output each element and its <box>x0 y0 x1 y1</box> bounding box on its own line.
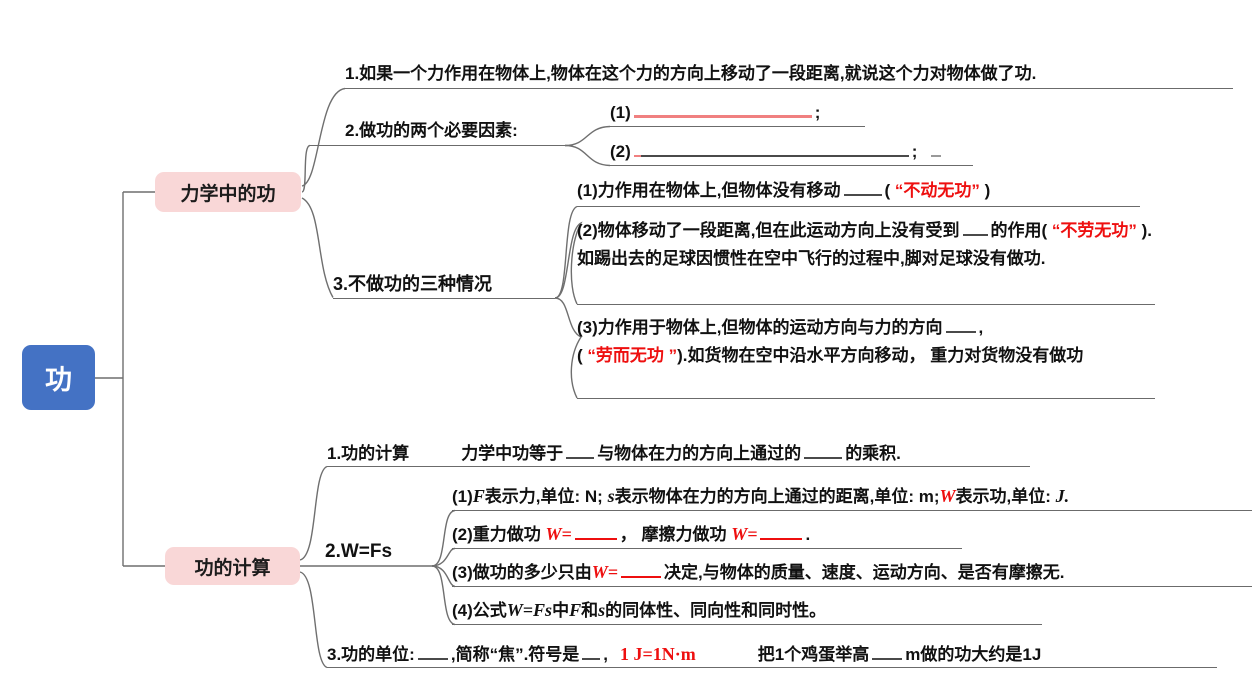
note2-text-3: . <box>805 525 811 544</box>
note1-text-3: 表示功,单位: <box>955 487 1056 506</box>
note1-text-2: 表示物体在力的方向上通过的距离,单位: m; <box>614 487 940 506</box>
factor-2-line: (2); <box>610 135 973 166</box>
factor-1-suffix: ; <box>814 103 821 122</box>
formula-note-3: (3)做功的多少只由W= 决定,与物体的质量、速度、运动方向、是否有摩擦无. <box>452 554 1252 587</box>
calc-def-blank-2 <box>804 457 843 459</box>
note4-text-4: 的同体性、同向性和同时性。 <box>605 601 827 620</box>
case2-blank <box>962 234 988 236</box>
no-work-label: 3.不做功的三种情况 <box>333 266 555 299</box>
unit-text-1: 3.功的单位: <box>327 645 415 664</box>
case1-text: (1)力作用在物体上,但物体没有移动 <box>577 181 841 200</box>
note4-W-Fs: W=Fs <box>506 600 553 620</box>
note4-s: s <box>598 600 606 620</box>
unit-blank-3 <box>872 658 903 660</box>
calc-item1-label: 1.功的计算 <box>327 444 410 463</box>
case1-close-paren: ) <box>979 181 991 200</box>
formula-label-text: 2.W=Fs <box>325 541 393 562</box>
factor-2-suffix: ; <box>911 142 918 161</box>
case1-blank <box>843 194 882 196</box>
note3-text-1: (3)做功的多少只由 <box>452 563 592 582</box>
formula-note-2: (2)重力做功 W=， 摩擦力做功 W=. <box>452 516 962 549</box>
note2-text-1: (2)重力做功 <box>452 525 546 544</box>
note2-blank-1 <box>574 538 617 540</box>
case3-comma: , <box>978 318 984 337</box>
unit-text-3: 把1个鸡蛋举高 <box>757 645 870 664</box>
case2-text-1: (2)物体移动了一段距离,但在此运动方向上没有受到 <box>577 221 960 240</box>
branch-node-mechanical-work[interactable]: 力学中的功 <box>155 172 301 212</box>
note2-blank-2 <box>760 538 803 540</box>
note4-F: F <box>569 600 582 620</box>
no-work-case-3: (3)力作用于物体上,但物体的运动方向与力的方向, ( “劳而无功 ”).如货物… <box>577 314 1155 399</box>
note2-W-equals-2: W= <box>731 524 758 544</box>
calc-def-blank-1 <box>566 457 595 459</box>
two-factors-label: 2.做功的两个必要因素: <box>310 114 565 146</box>
factor-1-prefix: (1) <box>610 103 631 122</box>
formula-label: 2.W=Fs <box>325 533 435 563</box>
note1-text-1: 表示力,单位: N; <box>484 487 608 506</box>
unit-comma: , <box>603 645 609 664</box>
note1-prefix: (1) <box>452 487 473 506</box>
symbol-s: s <box>607 486 615 506</box>
calc-def-text-1: 力学中功等于 <box>461 444 564 463</box>
root-node-label: 功 <box>45 365 72 395</box>
factor-2-blank <box>640 155 909 157</box>
case2-red-phrase: “不劳无功” <box>1051 221 1137 240</box>
note3-text-2: 决定,与物体的质量、速度、运动方向、是否有摩擦无. <box>664 563 1065 582</box>
calc-definition-line: 1.功的计算 力学中功等于 与物体在力的方向上通过的 的乘积. <box>327 437 1030 467</box>
unit-blank-1 <box>417 658 448 660</box>
no-work-case-1: (1)力作用在物体上,但物体没有移动 ( “不动无功” ) <box>577 174 1140 207</box>
note2-text-2: ， 摩擦力做功 <box>619 525 732 544</box>
root-node-work[interactable]: 功 <box>22 345 95 410</box>
note3-blank <box>621 576 662 578</box>
symbol-F: F <box>472 486 485 506</box>
case1-open-paren: ( <box>884 181 895 200</box>
joule-formula: 1 J=1N·m <box>620 644 696 664</box>
unit-blank-2 <box>582 658 601 660</box>
case3-blank <box>945 331 976 333</box>
branch-node-work-calculation[interactable]: 功的计算 <box>165 547 300 585</box>
factor-2-blank-start <box>633 155 641 157</box>
branch2-label: 功的计算 <box>194 557 271 579</box>
case3-text-2: ).如货物在空中沿水平方向移动， 重力对货物没有做功 <box>677 346 1084 365</box>
calc-def-text-3: 的乘积. <box>845 444 901 463</box>
factor-2-prefix: (2) <box>610 142 631 161</box>
work-definition-text: 1.如果一个力作用在物体上,物体在这个力的方向上移动了一段距离,就说这个力对物体… <box>345 64 1037 83</box>
formula-note-4: (4)公式W=Fs中F和s的同体性、同向性和同时性。 <box>452 592 1042 625</box>
case1-red-phrase: “不动无功” <box>894 181 980 200</box>
no-work-case-2: (2)物体移动了一段距离,但在此运动方向上没有受到 的作用( “不劳无功” ).如… <box>577 217 1155 305</box>
factor-1-blank <box>633 115 812 118</box>
formula-note-1: (1)F表示力,单位: N; s表示物体在力的方向上通过的距离,单位: m;W表… <box>452 478 1252 511</box>
case2-text-3: ).如踢出去的足球因惯性在空中飞行的过程中,脚对足球没有做功. <box>577 221 1152 268</box>
no-work-text: 3.不做功的三种情况 <box>333 274 493 294</box>
case3-red-phrase: “劳而无功 ” <box>587 346 678 365</box>
work-definition-line: 1.如果一个力作用在物体上,物体在这个力的方向上移动了一段距离,就说这个力对物体… <box>345 57 1233 89</box>
note4-text-3: 和 <box>581 601 599 620</box>
symbol-W: W <box>939 486 956 506</box>
two-factors-text: 2.做功的两个必要因素: <box>345 121 518 140</box>
factor-2-small-dash <box>931 155 942 157</box>
note4-text-2: 中 <box>552 601 570 620</box>
symbol-J: J. <box>1055 486 1070 506</box>
case3-text-1: (3)力作用于物体上,但物体的运动方向与力的方向 <box>577 318 943 337</box>
factor-1-line: (1); <box>610 96 865 127</box>
note3-W-equals: W= <box>591 562 619 582</box>
note4-text-1: (4)公式 <box>452 601 507 620</box>
unit-text-2: ,简称“焦”.符号是 <box>450 645 580 664</box>
calc-def-text-2: 与物体在力的方向上通过的 <box>597 444 802 463</box>
unit-text-4: m做的功大约是1J <box>905 645 1042 664</box>
branch1-label: 力学中的功 <box>180 183 276 205</box>
case3-open-paren: ( <box>577 346 588 365</box>
work-unit-line: 3.功的单位: ,简称“焦”.符号是, 1 J=1N·m 把1个鸡蛋举高 m做的功大约是… <box>327 636 1217 668</box>
note2-W-equals-1: W= <box>545 524 572 544</box>
case2-text-2: 的作用( <box>990 221 1052 240</box>
